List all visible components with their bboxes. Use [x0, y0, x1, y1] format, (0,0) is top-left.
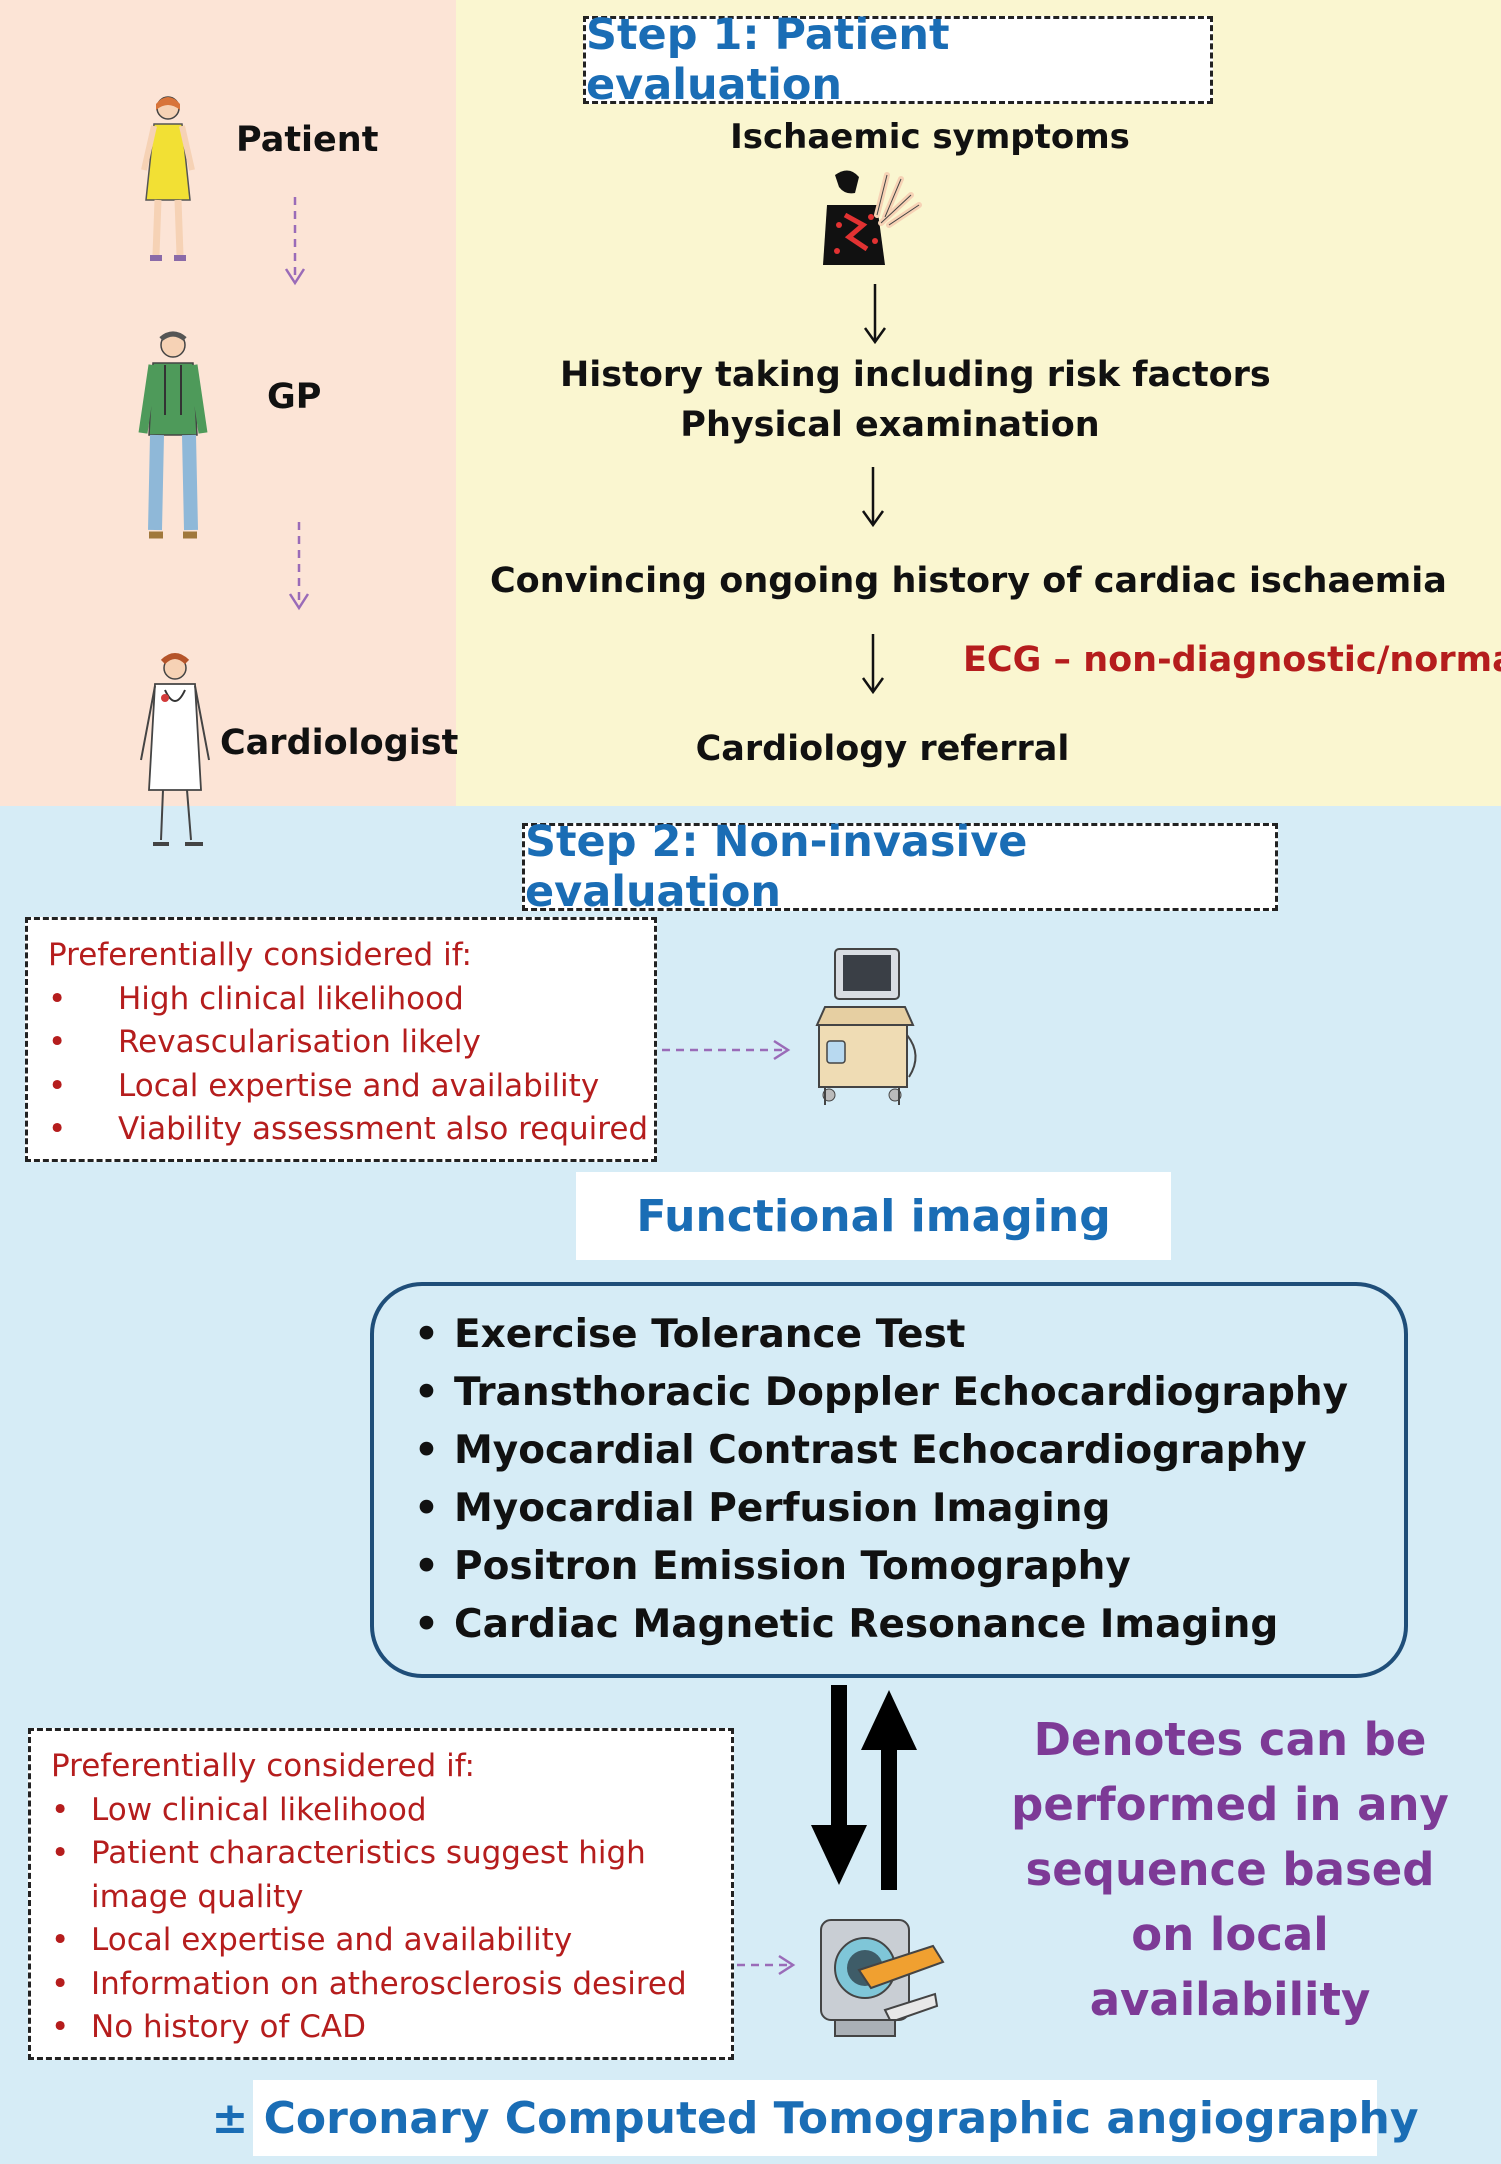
- role-gp: GP: [267, 377, 322, 417]
- list-item: •Local expertise and availability: [51, 1922, 573, 1958]
- history-taking: History taking including risk factors: [560, 355, 1271, 395]
- list-item: •Myocardial Contrast Echocardiography: [414, 1428, 1307, 1473]
- dashed-arrow-gp-to-cardiologist: [288, 522, 310, 611]
- ultrasound-machine-icon: [815, 948, 917, 1105]
- imaging-methods-box: •Exercise Tolerance Test •Transthoracic …: [370, 1282, 1408, 1678]
- role-patient: Patient: [236, 120, 379, 160]
- role-cardiologist: Cardiologist: [220, 723, 459, 763]
- functional-imaging-label: Functional imaging: [576, 1172, 1171, 1260]
- list-item: •Transthoracic Doppler Echocardiography: [414, 1370, 1349, 1415]
- left-panel-background: [0, 0, 456, 806]
- arrow-convincing-to-referral: [861, 634, 885, 695]
- ischaemic-symptoms: Ischaemic symptoms: [730, 117, 1130, 157]
- arrow-history-to-convincing: [861, 467, 885, 528]
- list-item: •Information on atherosclerosis desired: [51, 1965, 687, 2002]
- gp-figure-icon: [138, 331, 208, 539]
- list-item: •Patient characteristics suggest high im…: [51, 1835, 646, 1915]
- patient-figure-icon: [141, 96, 195, 261]
- right-panel-background: [456, 0, 1501, 806]
- list-item: •Myocardial Perfusion Imaging: [414, 1486, 1111, 1531]
- dashed-arrow-patient-to-gp: [284, 197, 306, 286]
- ct-conditions-heading: Preferentially considered if:: [51, 1748, 475, 1784]
- functional-conditions-box: Preferentially considered if: •High clin…: [25, 917, 657, 1162]
- ct-angiography-label: ± Coronary Computed Tomographic angiogra…: [211, 2080, 1419, 2156]
- functional-conditions-heading: Preferentially considered if:: [48, 937, 472, 973]
- list-item: •Low clinical likelihood: [51, 1791, 427, 1828]
- bidirectional-arrows: [811, 1685, 917, 1890]
- list-item: •Viability assessment also required: [48, 1111, 649, 1147]
- list-item: •High clinical likelihood: [48, 980, 464, 1017]
- list-item: •Local expertise and availability: [48, 1067, 600, 1104]
- ecg-note: ECG – non-diagnostic/normal: [963, 640, 1501, 680]
- list-item: •Positron Emission Tomography: [414, 1544, 1131, 1589]
- step2-title: Step 2: Non-invasive evaluation: [522, 817, 1278, 917]
- physical-examination: Physical examination: [680, 405, 1100, 445]
- list-item: •No history of CAD: [51, 2009, 366, 2045]
- ct-scanner-icon: [820, 1919, 945, 2037]
- chest-pain-icon: [823, 170, 922, 265]
- list-item: •Revascularisation likely: [48, 1024, 481, 1060]
- arrow-symptoms-to-history: [863, 284, 887, 345]
- cardiologist-figure-icon: [140, 653, 210, 846]
- dashed-arrow-to-ct-scanner: [737, 1954, 796, 1976]
- convincing-history: Convincing ongoing history of cardiac is…: [490, 561, 1447, 601]
- list-item: •Exercise Tolerance Test: [414, 1312, 966, 1357]
- ct-conditions-box: Preferentially considered if: •Low clini…: [28, 1728, 734, 2060]
- list-item: •Cardiac Magnetic Resonance Imaging: [414, 1602, 1279, 1647]
- step1-title: Step 1: Patient evaluation: [583, 10, 1213, 110]
- cardiology-referral: Cardiology referral: [695, 729, 1070, 769]
- dashed-arrow-to-ultrasound: [662, 1039, 791, 1061]
- sequence-note: Denotes can be performed in any sequence…: [1011, 1713, 1449, 2026]
